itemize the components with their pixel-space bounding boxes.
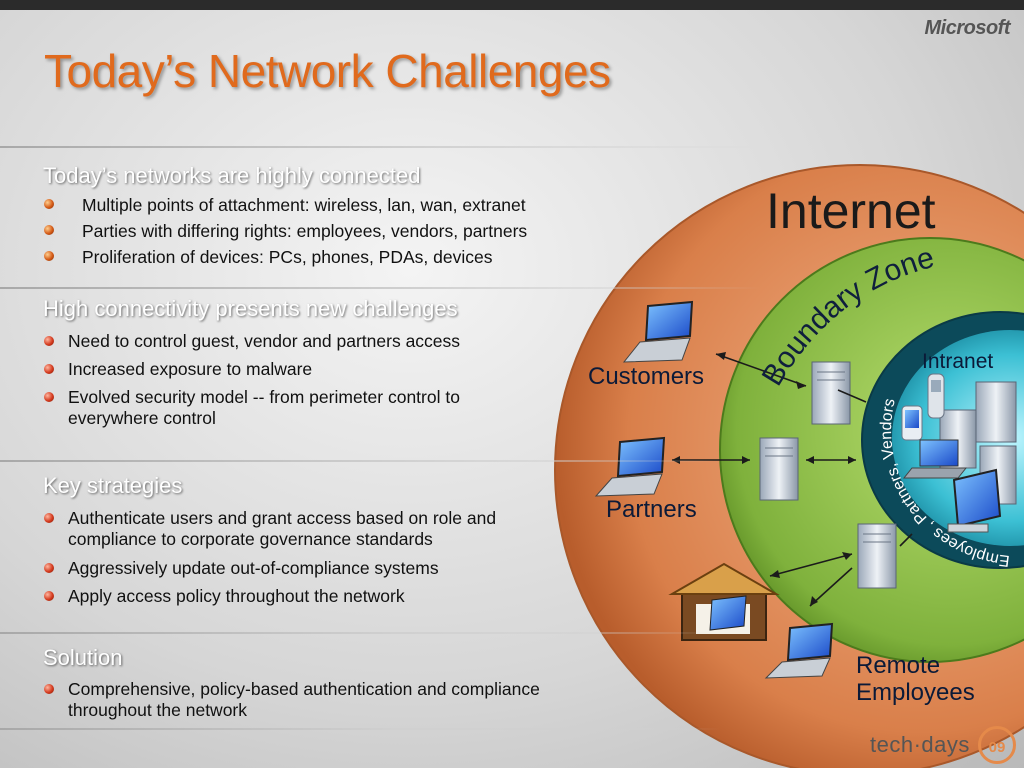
remote-employees-line1: Remote bbox=[856, 652, 941, 679]
bullet-text: Multiple points of attachment: wireless,… bbox=[82, 195, 526, 215]
bullet-text: Need to control guest, vendor and partne… bbox=[68, 331, 461, 351]
bullet-icon bbox=[44, 336, 54, 346]
section-heading: High connectivity presents new challenge… bbox=[43, 296, 458, 321]
section-heading: Key strategies bbox=[43, 473, 183, 498]
server-icon bbox=[857, 523, 897, 589]
bullet-icon bbox=[44, 392, 54, 402]
desktop-icon bbox=[947, 468, 1002, 533]
microsoft-logo: Microsoft bbox=[924, 17, 1011, 39]
bullet-text: Parties with differing rights: employees… bbox=[82, 221, 528, 241]
bullet-icon bbox=[44, 563, 54, 573]
bullet-text: Comprehensive, policy-based authenticati… bbox=[68, 679, 540, 720]
customers-label: Customers bbox=[588, 363, 705, 390]
bullet-icon bbox=[44, 364, 54, 374]
bullet-text: Evolved security model -- from perimeter… bbox=[68, 387, 460, 428]
partners-label: Partners bbox=[606, 496, 697, 523]
top-bar bbox=[0, 0, 1024, 10]
internet-label: Internet bbox=[766, 183, 936, 239]
intranet-label: Intranet bbox=[922, 350, 993, 373]
section-divider bbox=[0, 632, 720, 634]
pda-icon bbox=[901, 405, 923, 441]
laptop-icon bbox=[594, 436, 666, 497]
section-heading: Solution bbox=[43, 645, 123, 670]
bullet-icon bbox=[44, 251, 54, 261]
laptop-icon bbox=[902, 439, 968, 479]
slide-title: Today’s Network Challenges bbox=[44, 45, 611, 97]
bullet-text: Proliferation of devices: PCs, phones, P… bbox=[82, 247, 493, 267]
laptop-icon bbox=[764, 622, 834, 679]
server-icon bbox=[759, 437, 799, 501]
remote-employees-line2: Employees bbox=[856, 679, 975, 706]
phone-icon bbox=[927, 373, 945, 419]
bullet-icon bbox=[44, 225, 54, 235]
bullet-icon bbox=[44, 591, 54, 601]
laptop-icon bbox=[622, 300, 694, 363]
remote-employees-label: Remote Employees bbox=[856, 652, 975, 706]
bullet-text: Increased exposure to malware bbox=[68, 359, 313, 379]
year-badge: 09 bbox=[978, 726, 1016, 764]
home-office-icon bbox=[668, 562, 780, 641]
techdays-logo: tech·days bbox=[870, 732, 970, 757]
bullet-icon bbox=[44, 513, 54, 523]
section-divider bbox=[0, 146, 760, 148]
section-divider bbox=[0, 460, 720, 462]
bullet-text: Aggressively update out-of-compliance sy… bbox=[68, 558, 439, 578]
bullet-icon bbox=[44, 199, 54, 209]
bullet-text: Apply access policy throughout the netwo… bbox=[68, 586, 405, 606]
section-divider bbox=[0, 728, 720, 730]
section-heading: Today’s networks are highly connected bbox=[43, 163, 421, 188]
section-divider bbox=[0, 287, 760, 289]
bullet-text: Authenticate users and grant access base… bbox=[68, 508, 497, 549]
bullet-icon bbox=[44, 684, 54, 694]
